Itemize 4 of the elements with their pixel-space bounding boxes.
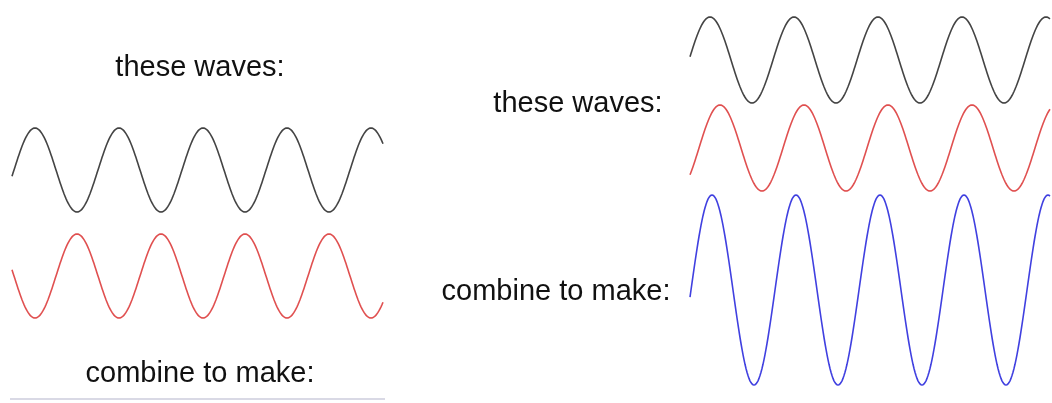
caption-text: combine to make: — [85, 355, 315, 389]
caption-text: combine to make: — [441, 273, 671, 307]
caption-text: these waves: — [493, 85, 663, 119]
caption-text: these waves: — [115, 49, 285, 83]
